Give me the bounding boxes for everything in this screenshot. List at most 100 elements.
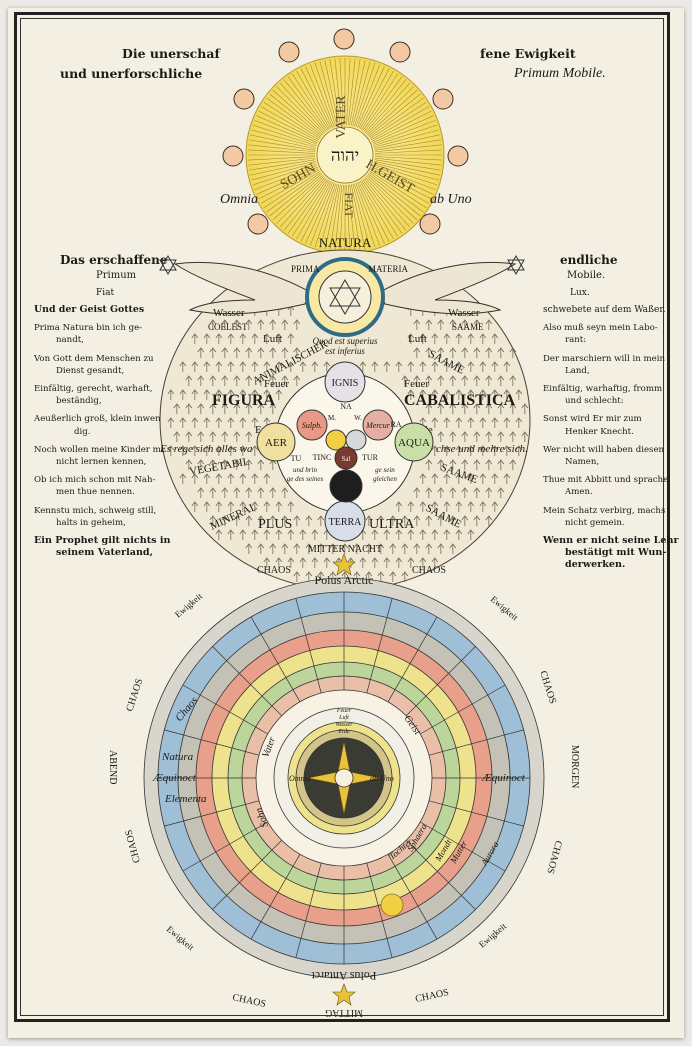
sun-ray — [350, 184, 366, 250]
sun-ray — [366, 176, 414, 224]
tuft-mark — [437, 459, 445, 470]
tuft-mark — [437, 347, 445, 358]
tuft-mark — [275, 333, 283, 344]
tuft-mark — [485, 347, 493, 358]
tuft-mark — [311, 361, 319, 372]
abend-label: ABEND — [107, 750, 118, 784]
tuft-mark — [431, 557, 439, 568]
sun-ray — [371, 110, 432, 142]
tuft-mark — [485, 459, 493, 470]
verse-line: Also muß seyn mein Labo- — [543, 323, 658, 334]
natura-ring-label: Natura — [161, 751, 194, 763]
ignis-orb — [324, 361, 366, 403]
right-wing — [379, 261, 517, 315]
tuft-mark — [263, 473, 271, 484]
aequinoct-right: Æquinoct — [481, 772, 526, 784]
sun-ray — [346, 184, 351, 252]
tuft-mark — [389, 571, 397, 582]
tuft-mark — [479, 445, 487, 456]
sun-ray — [362, 179, 403, 234]
tuft-mark — [305, 543, 313, 554]
tuft-mark — [293, 571, 301, 582]
tuft-mark — [461, 319, 469, 330]
tuft-mark — [431, 501, 439, 512]
verse-line: Der marschiern will in mein — [543, 353, 666, 364]
tuft-mark — [263, 389, 271, 400]
tuft-mark — [323, 361, 331, 372]
sun-ray — [373, 129, 439, 148]
sun-ray — [334, 184, 343, 252]
verse-line: Noch wollen meine Kinder mich — [34, 444, 174, 455]
sun-ray — [256, 166, 318, 195]
verse-line: Kennstu mich, schweig still, — [34, 505, 157, 516]
tuft-mark — [485, 431, 493, 442]
tuft-mark — [269, 543, 277, 554]
wheel-spoke — [387, 616, 438, 702]
sun-ray — [370, 106, 430, 141]
mid-left-verse: Und der Geist Gottes Prima Natura bin ic… — [34, 304, 174, 559]
tuft-mark — [467, 473, 475, 484]
wasser-ring-label: Wasser — [335, 722, 353, 728]
aqua-label: AQUA — [398, 437, 430, 449]
tuft-mark — [425, 403, 433, 414]
tuft-mark — [497, 459, 505, 470]
sun-ray — [283, 79, 327, 132]
mitter-nacht-label: MITTER NACHT — [308, 544, 382, 555]
wheel-spoke — [420, 821, 506, 872]
tuft-mark — [317, 515, 325, 526]
tuft-mark — [167, 389, 175, 400]
tuft-mark — [251, 361, 259, 372]
feuer-ring-label: Feuer — [336, 708, 352, 714]
ultra-label: ULTRA — [369, 517, 415, 532]
tuft-mark — [437, 431, 445, 442]
tur-label: TUR — [362, 453, 379, 462]
tuft-mark — [299, 361, 307, 372]
tuft-mark — [419, 473, 427, 484]
sal-orb — [334, 446, 358, 470]
tuft-mark — [257, 319, 265, 330]
tuft-mark — [473, 487, 481, 498]
tuft-mark — [479, 417, 487, 428]
feuer-left: Feuer — [264, 378, 289, 390]
tuft-mark — [467, 529, 475, 540]
tuft-mark — [425, 487, 433, 498]
tuft-mark — [407, 501, 415, 512]
tuft-mark — [461, 487, 469, 498]
tuft-mark — [215, 361, 223, 372]
tuft-mark — [227, 333, 235, 344]
tuft-mark — [491, 417, 499, 428]
sun-ray — [283, 178, 327, 231]
luna-orb — [345, 429, 367, 451]
tuft-mark — [359, 557, 367, 568]
cherub-heads — [222, 28, 469, 235]
sun-ray — [374, 157, 442, 166]
tuft-mark — [425, 543, 433, 554]
terra-label: TERRA — [329, 517, 363, 528]
sun-ray — [252, 163, 317, 186]
tuft-mark — [371, 361, 379, 372]
tuft-mark — [497, 347, 505, 358]
tuft-mark — [197, 347, 205, 358]
tuft-mark — [473, 375, 481, 386]
sun-ray — [372, 119, 436, 145]
sun-ray — [249, 139, 316, 151]
tuft-mark — [491, 473, 499, 484]
tuft-mark — [509, 431, 517, 442]
verse-line: men thue nennen. — [56, 487, 135, 498]
coelest-label: COELEST — [208, 322, 248, 332]
ignis-label: IGNIS — [332, 378, 359, 389]
materia-label: MATERIA — [368, 264, 408, 274]
wheel-spoke — [164, 800, 260, 827]
tuft-mark — [461, 403, 469, 414]
wheel-spoke — [420, 684, 506, 735]
sun-ray — [324, 60, 340, 126]
tuft-mark — [221, 403, 229, 414]
sun-ray — [374, 156, 442, 161]
tuft-mark — [179, 473, 187, 484]
tuft-mark — [467, 361, 475, 372]
tuft-mark — [341, 543, 349, 554]
tuft-mark — [263, 557, 271, 568]
tuft-mark — [251, 445, 259, 456]
mid-left-title: Das erschaffene — [60, 253, 168, 267]
